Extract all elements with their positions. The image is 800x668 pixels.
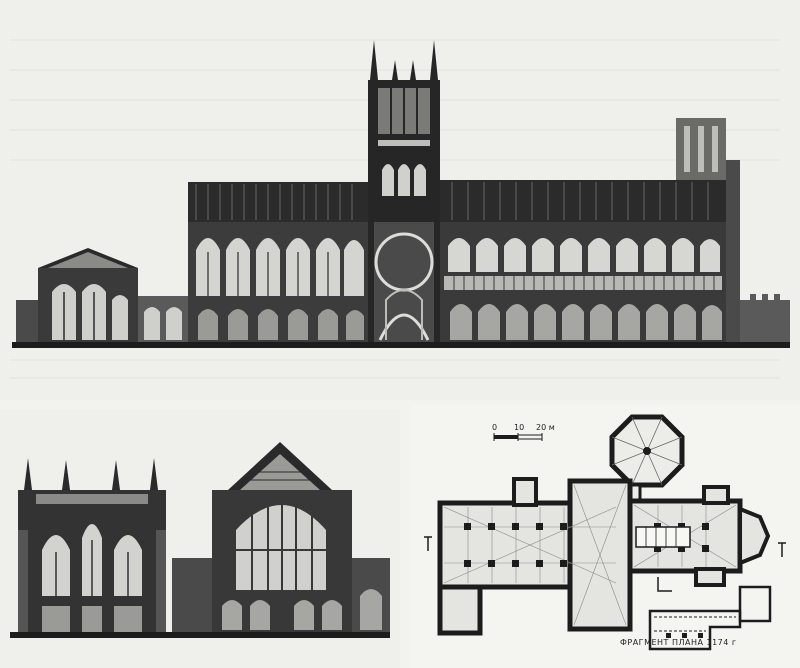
scale-bar: 0 10 20 м — [492, 423, 555, 441]
scale-tick-10: 10 — [514, 423, 524, 432]
cross-section-transept — [172, 442, 390, 632]
central-tower — [368, 40, 440, 342]
scale-tick-0: 0 — [492, 423, 497, 432]
nave-east — [440, 180, 726, 342]
floor-plan: 0 10 20 м — [410, 405, 800, 668]
fragment-plan-1174: ФРАГМЕНТ ПЛАНА 1174 г — [620, 585, 772, 651]
longitudinal-section — [10, 39, 790, 379]
cross-section-nave — [18, 458, 166, 632]
chapter-house — [16, 248, 188, 342]
longitudinal-section-drawing — [10, 39, 790, 379]
west-towers — [676, 118, 790, 342]
plan-caption: ФРАГМЕНТ ПЛАНА 1174 г — [620, 638, 737, 647]
scale-tick-20: 20 м — [536, 423, 555, 432]
floor-plan-drawing: 0 10 20 м — [410, 405, 800, 668]
chapter-house-plan — [609, 414, 685, 511]
nave-west — [188, 182, 368, 342]
ground-line — [10, 632, 390, 638]
ground-line — [12, 342, 790, 348]
cross-sections — [0, 410, 400, 668]
cross-sections-drawing — [0, 410, 400, 668]
cathedral-plan — [424, 477, 786, 636]
